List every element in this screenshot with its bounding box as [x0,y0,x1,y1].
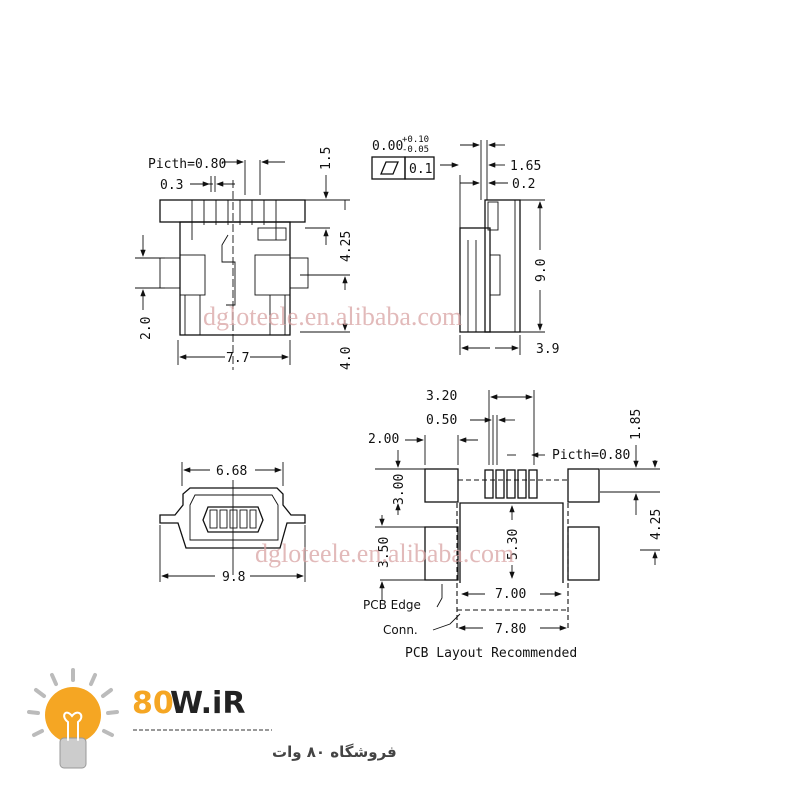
top-view: Picth=0.80 0.3 1.5 4.25 2.0 7.7 4.0 [135,147,354,370]
dim-0-2: 0.2 [512,177,535,192]
dim-7-80: 7.80 [495,622,526,637]
dim-3-00: 3.00 [392,474,407,505]
lightbulb-icon [27,668,119,769]
dim-1-5: 1.5 [319,147,334,170]
dim-2-0: 2.0 [139,317,154,340]
dim-1-85: 1.85 [629,409,644,440]
dim-5-30: 5.30 [506,529,521,560]
watermark: dgloteele.en.alibaba.com [203,302,462,331]
dim-9-8: 9.8 [222,570,245,585]
tolerance-minus: -0.05 [402,145,429,155]
tolerance-plus: +0.10 [402,135,429,145]
mounting-pad [424,468,459,503]
dim-4-25: 4.25 [649,509,664,540]
mounting-pad [567,526,600,581]
mounting-pad [567,468,600,503]
dim-4-0: 4.0 [339,347,354,370]
watermark: dgloteele.en.alibaba.com [255,539,514,568]
side-view: 0.00 +0.10 -0.05 0.1 1.65 0.2 9.0 3.9 [371,135,559,357]
dim-7-00: 7.00 [495,587,526,602]
logo-brand-text: W.iR [170,686,245,721]
pcb-pitch-label: Picth=0.80 [552,448,630,463]
dim-1-65: 1.65 [510,159,541,174]
pcb-edge-label: PCB Edge [363,598,421,612]
dim-3-20: 3.20 [426,389,457,404]
offset-label: 0.00 [372,139,403,154]
dim-2-00: 2.00 [368,432,399,447]
dim-6-68: 6.68 [216,464,247,479]
conn-label: Conn. [383,623,418,637]
dim-9-0: 9.0 [534,259,549,282]
flatness-symbol-icon [380,161,399,175]
dim-3-9: 3.9 [536,342,559,357]
logo-brand-number: 80 [132,686,174,721]
logo-tagline: فروشگاه ۸۰ وات [272,743,397,761]
logo: 80 W.iR فروشگاه ۸۰ وات [27,668,397,769]
dim-4-25: 4.25 [339,231,354,262]
pitch-label: Picth=0.80 [148,157,226,172]
dim-3-50: 3.50 [377,537,392,568]
front-view: 6.68 9.8 [159,462,306,585]
dim-7-7: 7.7 [226,351,249,366]
dim-0-50: 0.50 [426,413,457,428]
flatness-value: 0.1 [409,162,432,177]
pin-width-label: 0.3 [160,178,183,193]
pcb-layout: 3.20 0.50 2.00 Picth=0.80 1.85 3.00 4.25… [363,389,664,661]
mounting-pad [424,526,459,581]
pcb-layout-title: PCB Layout Recommended [405,646,577,661]
